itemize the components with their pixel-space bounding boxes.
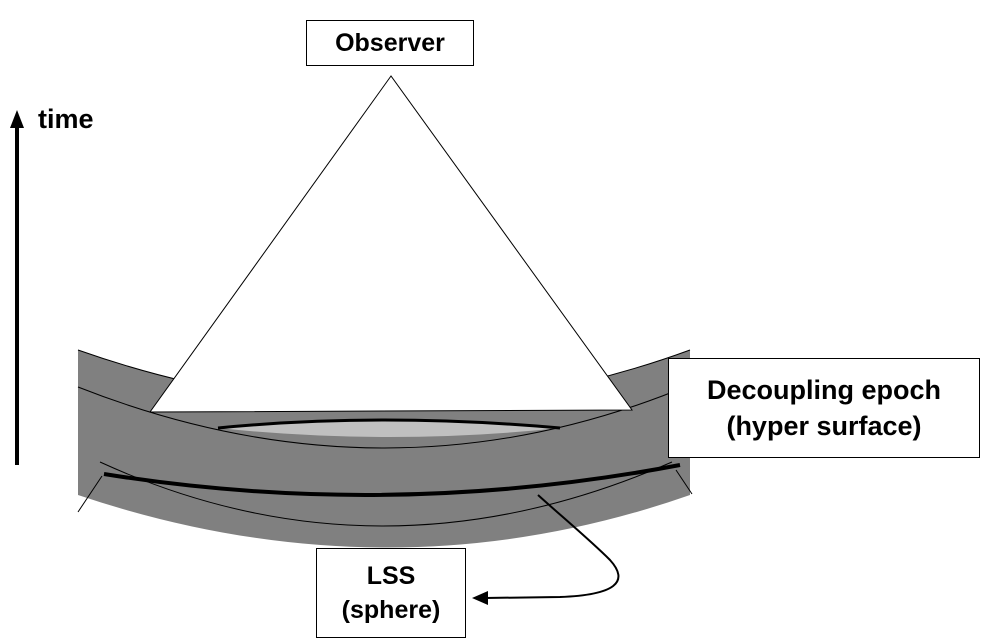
intersection-disk [218,420,560,437]
decoupling-epoch-box: Decoupling epoch (hyper surface) [668,358,980,458]
decoupling-label-line2: (hyper surface) [726,411,922,441]
cone-extension-left [77,475,103,513]
observer-label: Observer [335,28,445,57]
lss-label-line2: (sphere) [341,596,441,624]
observer-box: Observer [306,20,474,66]
lss-label-line1: LSS [366,562,416,590]
lss-pointer-arrowhead [472,591,488,605]
time-label: time [38,104,94,134]
time-arrow [10,110,24,465]
intersection-disk-edge [217,418,561,430]
lss-box: LSS (sphere) [316,548,466,638]
band-middle-edge [77,384,691,449]
lss-curve [103,463,681,497]
cone-extension-right [675,469,693,495]
lss-pointer [484,494,620,599]
decoupling-label-line1: Decoupling epoch [706,375,941,405]
light-cone [149,75,633,413]
band-bottom-edge [99,461,673,527]
